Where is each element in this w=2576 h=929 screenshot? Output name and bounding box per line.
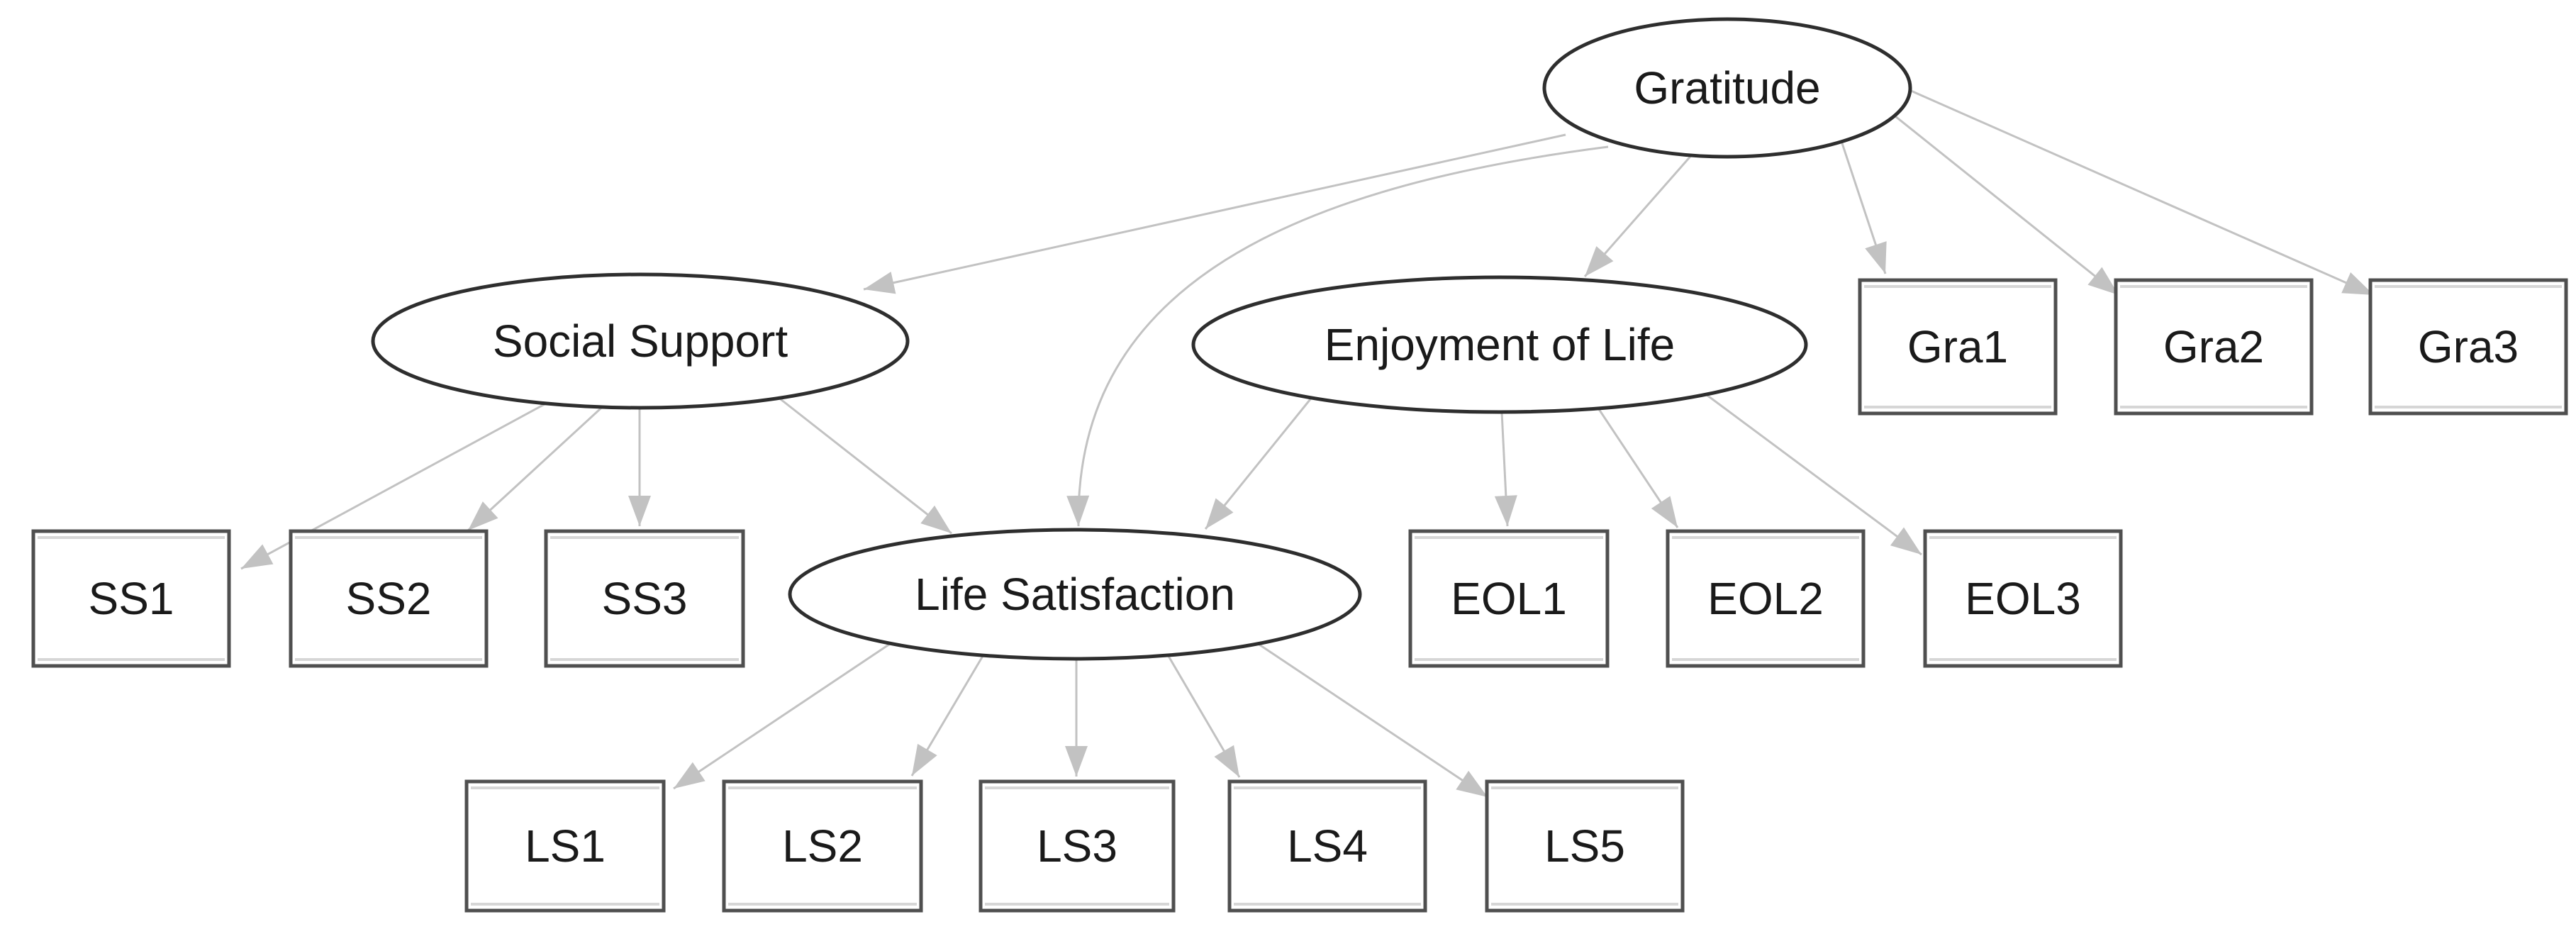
edge-enjoyment_of_life-to-life_satisfaction [1204,395,1315,530]
edge-life_satisfaction-to-ls2 [910,648,988,777]
observed-variable-shape-ls2 [722,779,923,913]
node-label-social_support: Social Support [493,316,788,367]
node-gra1: Gra1 [1858,278,2058,416]
observed-variable-shape-ls4 [1227,779,1427,913]
node-ls4: LS4 [1227,779,1427,913]
edge-gratitude-to-enjoyment_of_life [1583,152,1695,277]
node-label-eol1: EOL1 [1451,573,1567,624]
node-label-gratitude: Gratitude [1634,62,1820,113]
node-label-ss1: SS1 [89,573,174,624]
edge-gratitude-to-gra3 [1904,87,2375,296]
node-eol3: EOL3 [1923,529,2123,668]
node-life_satisfaction: Life Satisfaction [788,528,1362,661]
edge-gratitude-to-gra1 [1838,134,1887,274]
observed-variable-shape-eol3 [1923,529,2123,668]
node-ls3: LS3 [978,779,1176,913]
observed-variable-shape-eol2 [1666,529,1866,668]
edge-life_satisfaction-to-ls5 [1242,632,1488,799]
node-eol1: EOL1 [1408,529,1610,668]
latent-variable-shape-social_support [371,272,910,410]
node-label-eol2: EOL2 [1707,573,1824,624]
node-ss1: SS1 [31,529,231,668]
node-label-enjoyment_of_life: Enjoyment of Life [1325,319,1675,370]
edge-gratitude-to-life_satisfaction [1066,145,1609,527]
edge-life_satisfaction-to-ls1 [673,630,910,790]
edge-enjoyment_of_life-to-eol2 [1590,398,1679,528]
edge-enjoyment_of_life-to-eol3 [1697,387,1922,556]
edge-life_satisfaction-to-ls4 [1163,648,1241,778]
latent-variable-shape-enjoyment_of_life [1191,275,1808,414]
node-label-ss3: SS3 [602,573,688,624]
edges-layer [240,87,2375,799]
node-label-ls4: LS4 [1287,820,1368,872]
latent-variable-shape-gratitude [1542,17,1912,159]
node-ls2: LS2 [722,779,923,913]
observed-variable-shape-gra1 [1858,278,2058,416]
node-label-ls2: LS2 [782,820,863,872]
node-label-gra2: Gra2 [2163,321,2264,372]
observed-variable-shape-eol1 [1408,529,1610,668]
node-ls1: LS1 [464,779,666,913]
node-social_support: Social Support [371,272,910,410]
node-label-ls1: LS1 [525,820,606,872]
node-label-eol3: EOL3 [1965,573,2081,624]
observed-variable-shape-ls5 [1485,779,1685,913]
node-label-ss2: SS2 [346,573,432,624]
node-ss3: SS3 [544,529,745,668]
node-label-life_satisfaction: Life Satisfaction [915,569,1235,620]
observed-variable-shape-ls3 [978,779,1176,913]
node-gra3: Gra3 [2368,278,2568,416]
edge-gratitude-to-social_support [863,133,1566,294]
node-label-gra1: Gra1 [1907,321,2008,372]
node-enjoyment_of_life: Enjoyment of Life [1191,275,1808,414]
observed-variable-shape-ss2 [289,529,489,668]
edge-social_support-to-life_satisfaction [774,393,952,535]
observed-variable-shape-ss1 [31,529,231,668]
edge-enjoyment_of_life-to-eol1 [1494,411,1517,527]
node-ls5: LS5 [1485,779,1685,913]
node-gra2: Gra2 [2114,278,2314,416]
latent-variable-shape-life_satisfaction [788,528,1362,661]
observed-variable-shape-ls1 [464,779,666,913]
node-label-gra3: Gra3 [2418,321,2519,372]
node-label-ls5: LS5 [1544,820,1625,872]
node-ss2: SS2 [289,529,489,668]
observed-variable-shape-gra3 [2368,278,2568,416]
edge-gratitude-to-gra2 [1884,106,2119,296]
node-eol2: EOL2 [1666,529,1866,668]
edge-social_support-to-ss2 [467,400,610,532]
observed-variable-shape-ss3 [544,529,745,668]
node-gratitude: Gratitude [1542,17,1912,159]
observed-variable-shape-gra2 [2114,278,2314,416]
node-label-ls3: LS3 [1037,820,1117,872]
